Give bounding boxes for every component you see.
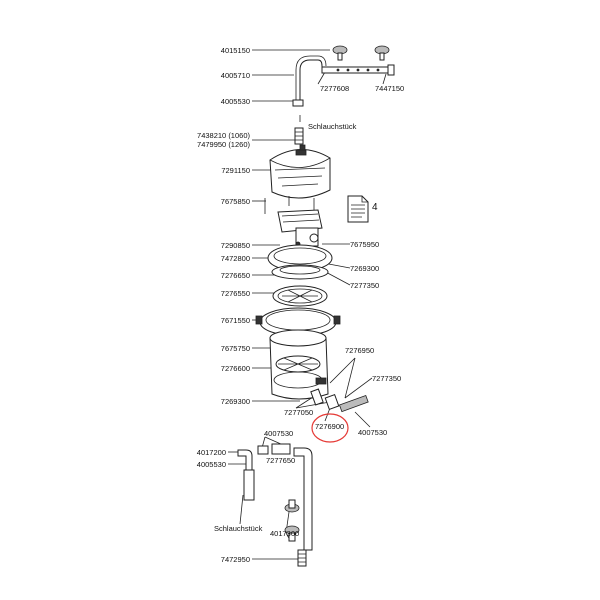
part-label: 4007530 xyxy=(358,428,388,437)
part-label: 7277650 xyxy=(266,456,296,465)
part-label: 4015150 xyxy=(220,46,250,55)
part-label: 7277050 xyxy=(284,408,314,417)
canister-body xyxy=(269,329,329,400)
part-label: 4005530 xyxy=(220,97,250,106)
part-label: 7269300 xyxy=(350,264,380,273)
part-label: 7277608 xyxy=(320,84,350,93)
valve-block xyxy=(310,388,369,413)
part-label: 7291150 xyxy=(221,166,250,175)
pump-head xyxy=(269,144,331,199)
canister-lid xyxy=(267,244,333,280)
part-label: 7277350 xyxy=(372,374,402,383)
leader-lines xyxy=(228,49,387,560)
filter-basket-top xyxy=(272,285,328,307)
manual-document-icon xyxy=(347,195,369,223)
part-label: 7276950 xyxy=(345,346,375,355)
part-label: 4005530 xyxy=(196,460,226,469)
part-label: 4005710 xyxy=(220,71,250,80)
highlight-circle xyxy=(311,413,349,443)
part-label: 7277350 xyxy=(350,281,380,290)
part-label: Schlauchstück xyxy=(308,122,357,131)
part-label: 7276600 xyxy=(220,364,250,373)
part-label: 7675750 xyxy=(220,344,250,353)
highlighted-part-label: 7276900 xyxy=(315,422,345,431)
part-label: 7671550 xyxy=(220,316,250,325)
hose-parts xyxy=(237,443,313,567)
part-label: Schlauchstück xyxy=(214,524,263,533)
part-label: 7276650 xyxy=(220,271,250,280)
part-label: 4007530 xyxy=(264,429,294,438)
part-label: 7675850 xyxy=(220,197,250,206)
document-number: 4 xyxy=(372,202,378,213)
part-label: 7479950 (1260) xyxy=(197,140,250,149)
part-label: 7276550 xyxy=(220,289,250,298)
part-label: 4017300 xyxy=(270,529,300,538)
part-label: 7447150 xyxy=(375,84,405,93)
part-label: 7269300 xyxy=(220,397,250,406)
part-label: 7675950 xyxy=(350,240,380,249)
part-label: 7472950 xyxy=(220,555,250,564)
part-label: 7472800 xyxy=(220,254,250,263)
part-label: 4017200 xyxy=(196,448,226,457)
motor-unit xyxy=(264,196,323,247)
part-label: 7290850 xyxy=(220,241,250,250)
spray-bar-assembly xyxy=(292,45,395,145)
part-label: 7438210 (1060) xyxy=(197,131,250,140)
